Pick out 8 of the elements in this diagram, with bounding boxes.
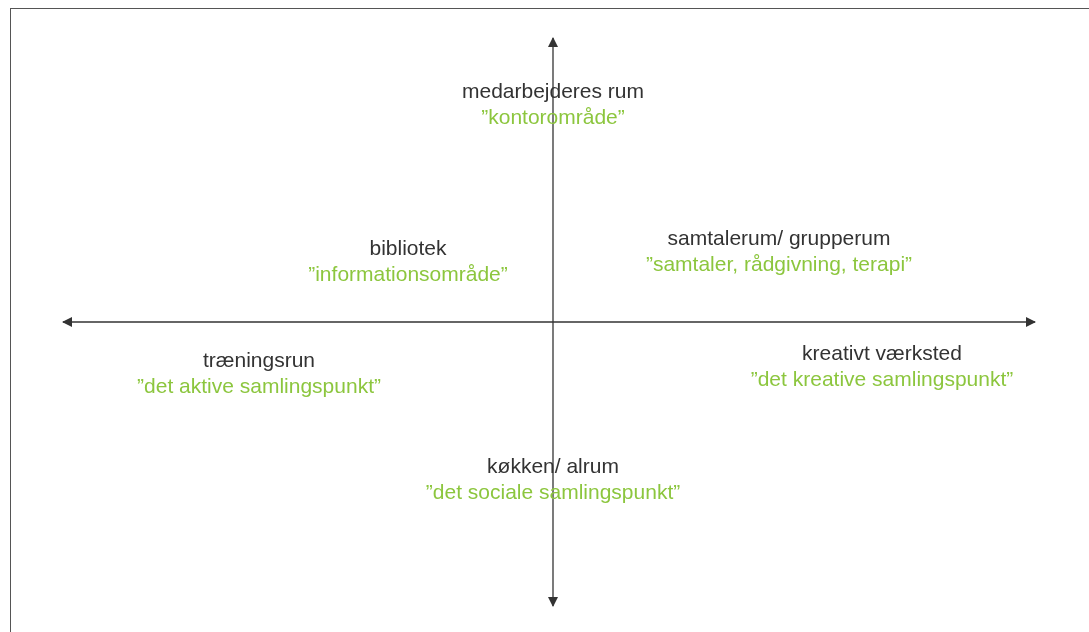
room-label: bibliotek	[369, 236, 447, 260]
area-description: ”det kreative samlingspunkt”	[750, 367, 1014, 391]
area-description: ”samtaler, rådgivning, terapi”	[645, 252, 913, 276]
room-label: samtalerum/ grupperum	[667, 226, 891, 250]
room-label: træningsrun	[202, 348, 316, 372]
area-description: ”informationsområde”	[308, 262, 508, 286]
area-description: ”det aktive samlingspunkt”	[137, 374, 381, 398]
room-label: kreativt værksted	[802, 341, 962, 365]
